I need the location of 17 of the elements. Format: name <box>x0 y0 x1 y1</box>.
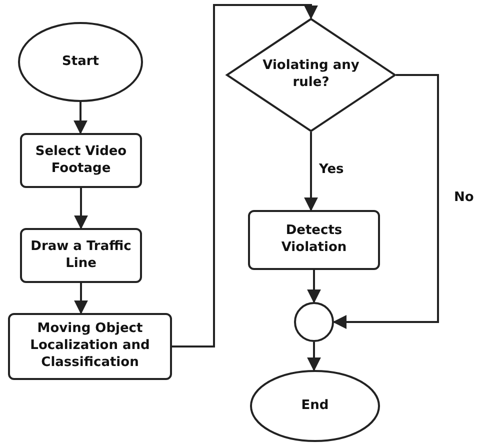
terminal-ellipse: End <box>250 370 380 442</box>
process-box: Select Video Footage <box>20 133 142 188</box>
arrow <box>74 102 88 134</box>
connector-circle <box>294 302 334 342</box>
arrow <box>307 342 321 372</box>
terminal-ellipse: Start <box>18 22 143 102</box>
arrow <box>332 74 439 329</box>
edge-label: No <box>452 190 476 204</box>
arrow <box>172 4 318 348</box>
process-box: Draw a Traffic Line <box>20 228 142 283</box>
process-box: Detects Violation <box>248 210 380 270</box>
arrow <box>74 188 88 230</box>
arrow <box>304 132 318 212</box>
arrow <box>307 270 321 304</box>
process-box: Moving Object Localization and Classification <box>8 313 172 380</box>
decision-diamond: Violating any rule? <box>226 18 396 132</box>
arrow <box>74 283 88 314</box>
